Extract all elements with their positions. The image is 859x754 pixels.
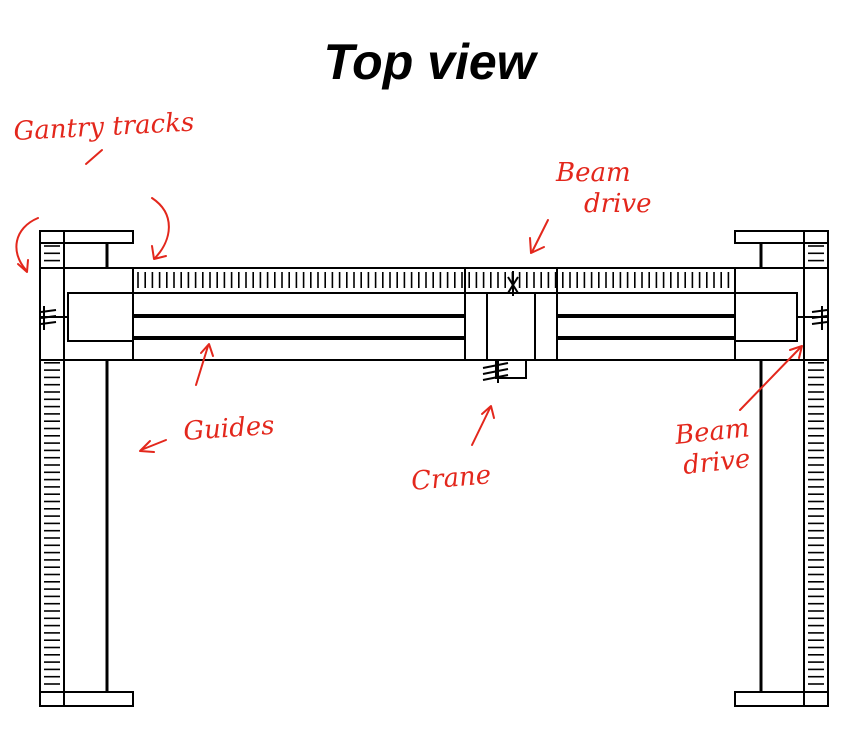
page-title: Top view xyxy=(323,34,536,90)
guides-left-arrow xyxy=(139,439,167,453)
guide-rails xyxy=(133,314,735,340)
left-track-rack xyxy=(44,245,60,685)
gantry-tracks-arrow-right xyxy=(151,197,170,260)
guides-arrow xyxy=(195,343,214,386)
crane-carriage xyxy=(482,271,536,383)
beam-drive-right-arrow xyxy=(739,345,803,411)
gantry-tracks-underline-tick xyxy=(85,149,103,165)
left-gantry-track xyxy=(39,230,134,707)
label-gantry-tracks: Gantry tracks xyxy=(13,108,195,147)
right-track-rack xyxy=(808,245,824,685)
gantry-tracks-arrow-left xyxy=(15,217,39,273)
label-beam-drive-right-line2: drive xyxy=(682,444,752,481)
label-beam-drive-top-line2: drive xyxy=(584,189,651,219)
beam-drive-top-arrow xyxy=(529,219,549,254)
beam-rack xyxy=(137,272,730,288)
label-crane: Crane xyxy=(410,460,492,497)
left-end-carriage xyxy=(40,292,134,342)
label-beam-drive-top-line1: Beam xyxy=(555,158,631,188)
label-guides: Guides xyxy=(182,411,275,447)
crane-arrow xyxy=(471,405,495,446)
right-end-carriage xyxy=(734,292,828,342)
gantry-beam xyxy=(39,267,829,361)
right-gantry-track xyxy=(734,230,829,707)
